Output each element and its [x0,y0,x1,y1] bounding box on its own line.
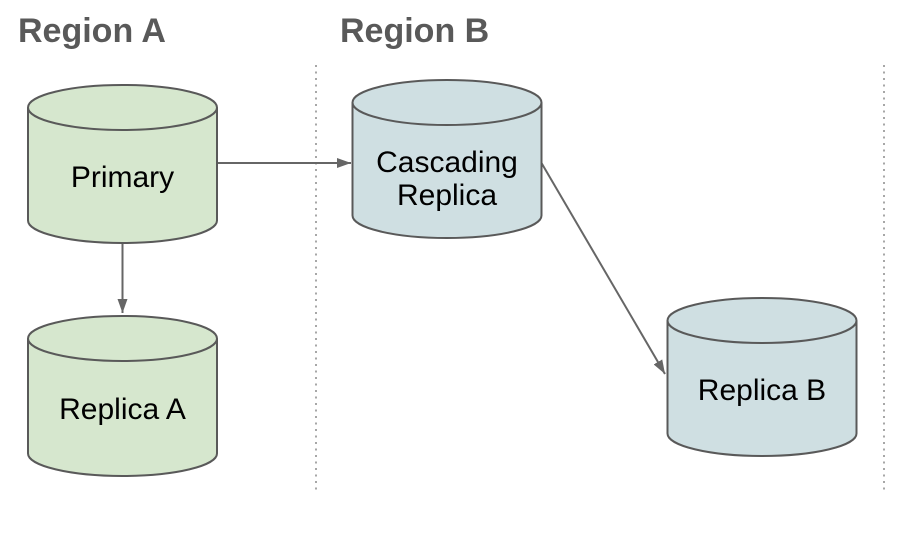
region-b-heading: Region B [340,12,489,50]
database-cylinder-icon [666,297,858,457]
cylinder-top-rim [666,320,858,344]
cascading-replica-db-cylinder: Cascading Replica [351,79,543,239]
arrow-cascading-replica-to-replica-b [540,162,666,375]
region-a-heading: Region A [18,12,166,50]
database-cylinder-icon [351,79,543,239]
cascading-replica-label-line1: Cascading [376,146,518,179]
replica-b-db-cylinder: Replica B [666,297,858,457]
cylinder-top-rim [27,338,218,362]
database-cylinder-icon [27,84,218,244]
replica-b-label: Replica B [698,374,826,407]
cylinder-top-rim [27,107,218,131]
primary-label: Primary [71,161,174,194]
cylinder-top-rim [351,102,543,126]
database-cylinder-icon [27,315,218,477]
replica-a-db-cylinder: Replica A [27,315,218,477]
replica-a-label: Replica A [59,393,186,426]
cascading-replica-label-line2: Replica [397,179,497,212]
primary-db-cylinder: Primary [27,84,218,244]
